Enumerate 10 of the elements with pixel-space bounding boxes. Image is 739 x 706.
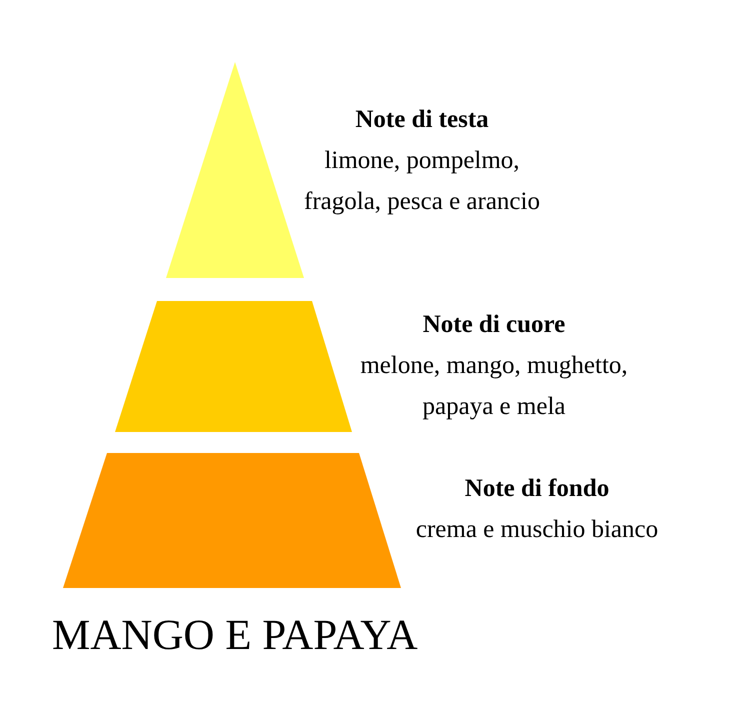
pyramid-top-tier <box>166 62 304 278</box>
pyramid-base-tier <box>63 453 401 588</box>
tier-heading: Note di testa <box>355 106 489 133</box>
notes-list-text: crema e muschio bianco <box>416 516 658 543</box>
notes-list-text: limone, pompelmo, fragola, pesca e arancio <box>304 147 540 215</box>
pyramid-middle-tier <box>115 301 352 432</box>
tier-heading: Note di fondo <box>464 475 610 502</box>
tier-heading: Note di cuore <box>422 311 566 338</box>
title: MANGO E PAPAYA <box>52 612 418 659</box>
notes-list-text: melone, mango, mughetto, papaya e mela <box>360 352 628 420</box>
